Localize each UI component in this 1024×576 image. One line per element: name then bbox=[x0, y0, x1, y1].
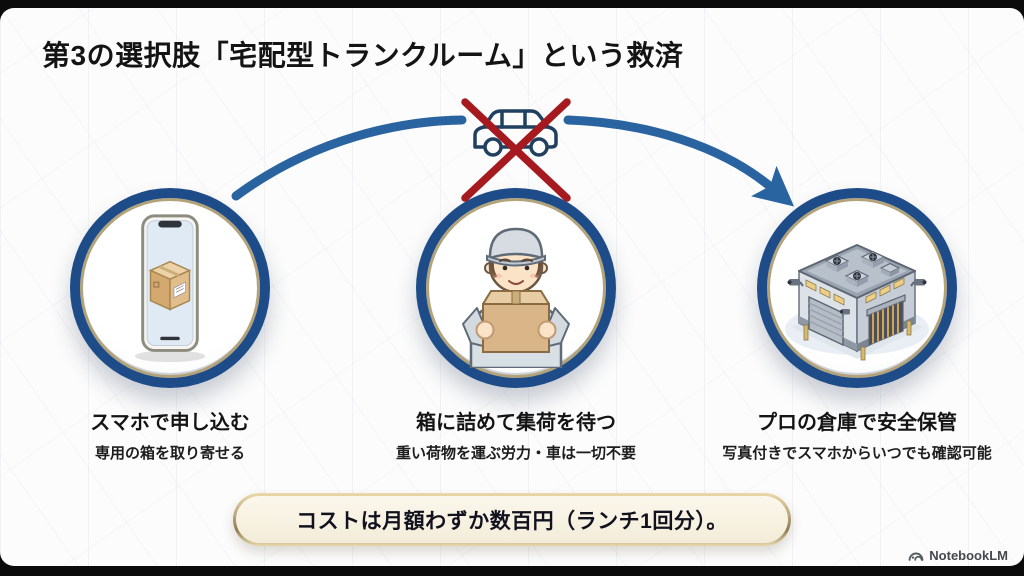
bollards bbox=[803, 320, 912, 361]
slide-title: 第3の選択肢「宅配型トランクルーム」という救済 bbox=[42, 40, 684, 71]
step-circle-storage bbox=[757, 188, 957, 388]
curved-arrow bbox=[231, 115, 795, 207]
step-title: プロの倉庫で安全保管 bbox=[757, 412, 957, 434]
delivery-person-with-box-illustration bbox=[462, 227, 570, 368]
secure-warehouse-illustration bbox=[785, 244, 929, 361]
cost-banner: コストは月額わずか数百円（ランチ1回分）。 bbox=[233, 493, 791, 546]
slide: 第3の選択肢「宅配型トランクルーム」という救済 bbox=[0, 8, 1024, 566]
step-subtitle: 写真付きでスマホからいつでも確認可能 bbox=[722, 445, 992, 462]
smartphone-with-box-illustration bbox=[134, 214, 206, 363]
step-subtitle: 重い荷物を運ぶ労力・車は一切不要 bbox=[395, 445, 636, 462]
window-strips bbox=[805, 277, 905, 306]
box-on-screen bbox=[148, 260, 192, 311]
roller-shutter-door bbox=[808, 295, 844, 347]
step-circle-pickup bbox=[416, 188, 616, 388]
step-caption-pickup: 箱に詰めて集荷を待つ 重い荷物を運ぶ労力・車は一切不要 bbox=[326, 406, 706, 463]
notebooklm-logo-icon bbox=[908, 552, 924, 561]
notebooklm-label: NotebookLM bbox=[929, 548, 1008, 563]
step-title: 箱に詰めて集荷を待つ bbox=[416, 412, 616, 434]
step-caption-storage: プロの倉庫で安全保管 写真付きでスマホからいつでも確認可能 bbox=[667, 406, 1024, 463]
cost-banner-text: コストは月額わずか数百円（ランチ1回分）。 bbox=[296, 509, 728, 533]
security-cameras bbox=[787, 279, 927, 315]
car-crossed-out-icon bbox=[461, 98, 571, 202]
hvac-units bbox=[824, 250, 901, 287]
barred-gate bbox=[866, 294, 906, 346]
step-caption-apply: スマホで申し込む 専用の箱を取り寄せる bbox=[0, 406, 360, 463]
step-title: スマホで申し込む bbox=[90, 412, 250, 434]
notebooklm-watermark: NotebookLM bbox=[908, 548, 1008, 563]
cost-banner-inner: コストは月額わずか数百円（ランチ1回分）。 bbox=[236, 496, 788, 543]
step-subtitle: 専用の箱を取り寄せる bbox=[94, 445, 245, 462]
step-circle-apply bbox=[70, 188, 270, 388]
